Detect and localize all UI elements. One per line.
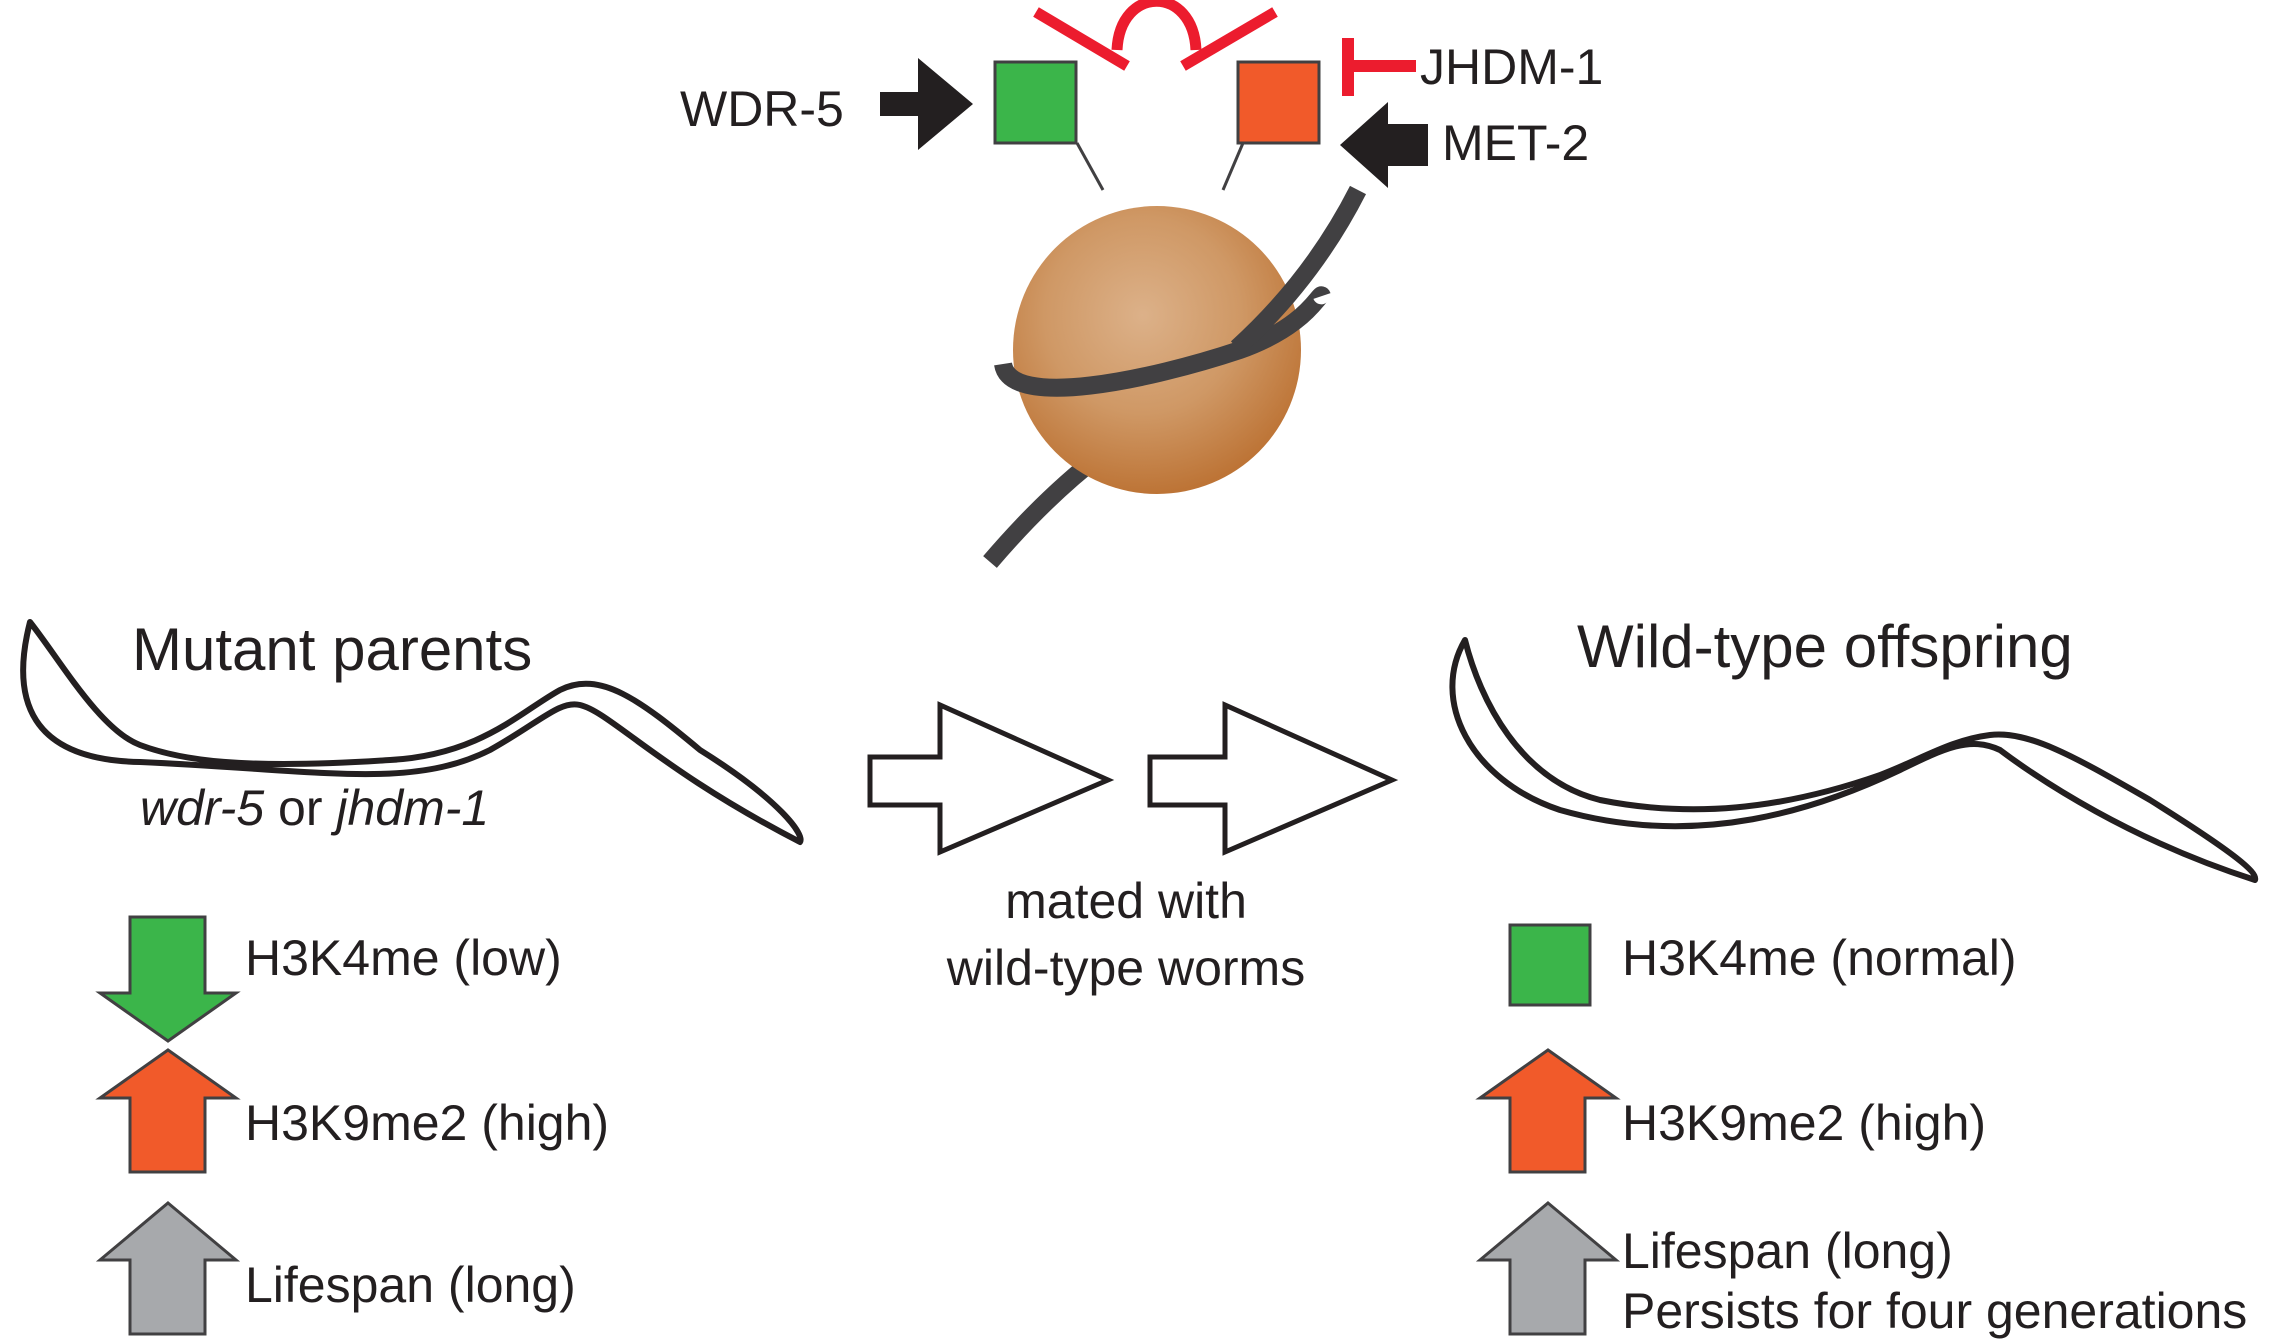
wdr5-arrow [880,58,973,150]
wdr5-label: WDR-5 [680,81,844,137]
jhdm1-label: JHDM-1 [1420,39,1603,95]
histone-tail-left [1075,142,1105,191]
right-item-h3k4me: H3K4me (normal) [1622,930,2017,986]
left-item-lifespan: Lifespan (long) [245,1257,576,1313]
genotype-wdr5: wdr-5 [140,780,264,836]
right-item-h3k9me2: H3K9me2 (high) [1622,1095,1986,1151]
mating-caption-line2: wild-type worms [946,940,1305,996]
h3k9me2-mark [1236,60,1321,145]
inhibition-bar-right [1180,7,1278,71]
met2-arrow [1340,102,1428,188]
h3k4me-down-arrow [95,915,241,1043]
mutant-genotype: wdr-5 or jhdm-1 [140,780,489,836]
nucleosome-schematic: WDR-5 JHDM-1 MET-2 [680,0,1603,568]
worm-right [1449,637,2259,883]
right-item-lifespan: Lifespan (long) [1622,1223,1953,1279]
left-item-h3k9me2: H3K9me2 (high) [245,1095,609,1151]
wildtype-offspring-title: Wild-type offspring [1577,613,2073,680]
genotype-jhdm1: jhdm-1 [330,780,489,836]
mutant-parents-title: Mutant parents [132,616,532,683]
mutant-parents-panel: Mutant parents wdr-5 or jhdm-1 H3K4me (l… [20,616,804,1336]
dna-strand-wrap [994,286,1331,397]
wildtype-offspring-panel: Wild-type offspring H3K4me (normal) H3K9… [1449,613,2259,1339]
h3k9me2-up-arrow-left [95,1048,241,1174]
lifespan-up-arrow-right [1475,1201,1621,1336]
left-item-h3k4me: H3K4me (low) [245,930,562,986]
h3k4me-normal-square [1508,923,1592,1007]
h3k4me-mark [993,60,1078,145]
dna-strand-upper [1230,185,1367,355]
lifespan-up-arrow-left [95,1201,241,1336]
transition-arrow-2 [1147,701,1399,856]
worm-left [20,619,804,845]
mutual-inhibition-arc [1111,0,1202,51]
inhibition-bar-left [1033,7,1130,71]
histone-tail-right [1221,142,1245,191]
h3k9me2-up-arrow-right [1475,1048,1621,1174]
genotype-or: or [264,780,336,836]
persistence-note: Persists for four generations [1622,1283,2247,1339]
nucleosome-core [1013,206,1301,494]
met2-label: MET-2 [1442,115,1589,171]
transition-arrow-1 [867,701,1115,856]
mating-transition: mated with wild-type worms [867,701,1399,996]
mating-caption-line1: mated with [1005,873,1247,929]
